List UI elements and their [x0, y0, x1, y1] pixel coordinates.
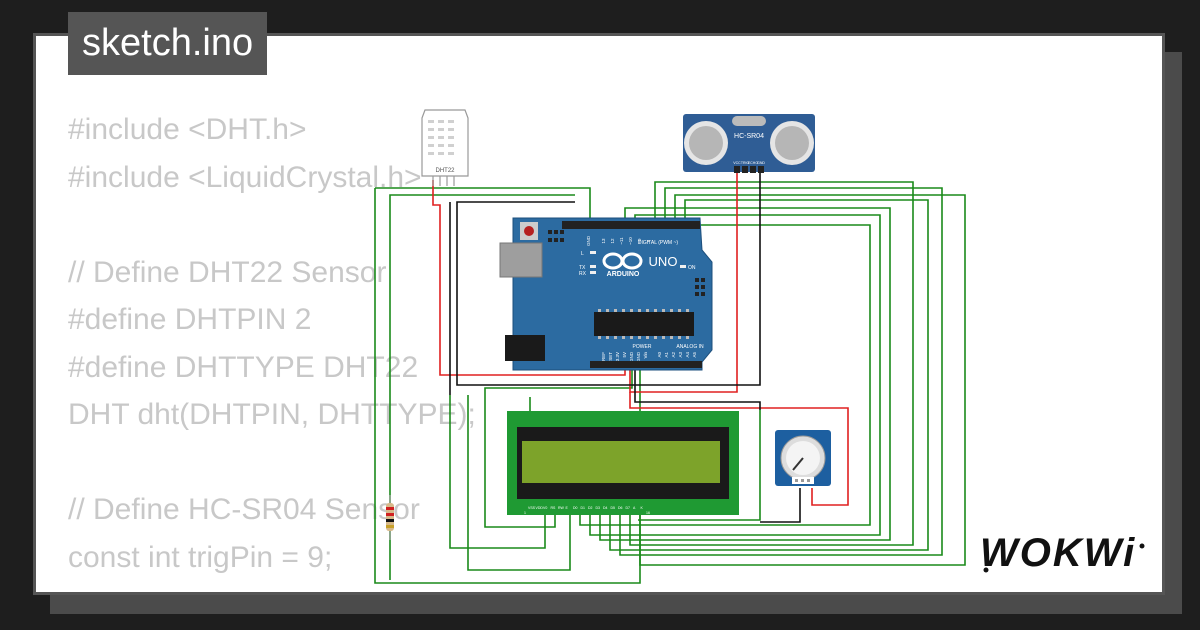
- lcd-pin-label: D0: [573, 506, 578, 510]
- arduino-pin-label: IOREF: [601, 352, 606, 366]
- hc-sr04-pin-label: ECHO: [748, 161, 758, 165]
- arduino-pin-label: 8: [646, 239, 651, 242]
- lcd-pin-number: 1: [524, 511, 526, 515]
- arduino-pin-label: A2: [671, 352, 676, 358]
- lcd-pin-label: D1: [581, 506, 586, 510]
- arduino-model: UNO: [649, 254, 678, 269]
- digital-header-label: DIGITAL (PWM ~): [638, 240, 678, 246]
- lcd-pin-label: E: [566, 506, 569, 510]
- arduino-pin-label: GND: [586, 235, 591, 246]
- arduino-pin-label: RESET: [608, 352, 613, 367]
- arduino-brand: ARDUINO: [607, 271, 640, 278]
- wokwi-logo-text: WOKWi: [980, 531, 1136, 575]
- circuit-diagram: DHT22 HC-SR04 VCC TRIG ECHO GND: [374, 109, 966, 584]
- code-line: #include <DHT.h>: [68, 113, 307, 146]
- arduino-uno-board[interactable]: GND 13 12 ~11 ~10 ~9 8 DIGITAL (PWM ~) A…: [499, 217, 713, 371]
- arduino-pin-label: ~10: [628, 237, 633, 245]
- arduino-pin-label: GND: [636, 351, 641, 362]
- lcd-pin-number: 16: [646, 511, 650, 515]
- hc-sr04-sensor[interactable]: HC-SR04 VCC TRIG ECHO GND: [683, 114, 815, 173]
- lcd-pin-label: D6: [618, 506, 623, 510]
- arduino-pin-label: 3.3V: [615, 352, 620, 361]
- lcd-pin-label: RW: [558, 506, 564, 510]
- lcd-pin-label: V0: [543, 506, 547, 510]
- code-line: #define DHTTYPE DHT22: [68, 350, 419, 384]
- arduino-pin-label: ~11: [619, 237, 624, 245]
- code-line: #define DHTPIN 2: [68, 303, 312, 336]
- hc-sr04-pin-label: TRIG: [741, 161, 750, 165]
- dht22-label: DHT22: [435, 168, 455, 174]
- lcd-pin-label: RS: [551, 506, 557, 510]
- sketch-filename: sketch.ino: [68, 12, 268, 75]
- potentiometer[interactable]: [775, 430, 831, 486]
- code-line: const int trigPin = 9;: [68, 540, 333, 574]
- arduino-pin-label: A3: [678, 352, 683, 358]
- code-listing: #include <DHT.h> #include <LiquidCrystal.…: [68, 106, 476, 592]
- hc-sr04-pin-label: VCC: [733, 161, 741, 165]
- hc-sr04-label: HC-SR04: [734, 133, 764, 140]
- led-label: L: [581, 251, 584, 257]
- arduino-logo-icon: [602, 252, 643, 270]
- lcd-pin-label: D4: [603, 506, 608, 510]
- dht22-sensor[interactable]: DHT22: [421, 109, 469, 186]
- power-header-label: POWER: [633, 344, 652, 350]
- code-line: #include <LiquidCrystal.h>: [68, 160, 422, 194]
- lcd-pin-label: K: [641, 506, 644, 510]
- code-area: #include <DHT.h> #include <LiquidCrystal.…: [36, 36, 1162, 592]
- arduino-pin-label: A1: [664, 352, 669, 358]
- wokwi-logo: WOKWi: [976, 524, 1152, 585]
- lcd-pin-label: A: [633, 506, 636, 510]
- analog-header-label: ANALOG IN: [676, 344, 704, 350]
- code-line: // Define DHT22 Sensor: [68, 255, 387, 289]
- lcd-pin-label: VSS: [528, 506, 536, 510]
- arduino-pin-label: 12: [610, 238, 615, 244]
- lcd-pin-label: VDD: [536, 506, 544, 510]
- led-label: TX: [579, 265, 586, 271]
- code-line: // Define HC-SR04 Sensor: [68, 493, 420, 526]
- arduino-pin-label: 13: [601, 238, 606, 244]
- arduino-pin-label: ~9: [637, 238, 642, 244]
- arduino-pin-label: GND: [629, 351, 634, 362]
- arduino-pin-label: A5: [692, 352, 697, 358]
- lcd-pin-label: D2: [588, 506, 593, 510]
- lcd-pin-label: D3: [596, 506, 601, 510]
- led-label: ON: [688, 265, 696, 271]
- arduino-pin-label: A0: [657, 352, 662, 358]
- arduino-pin-label: Vin: [643, 352, 648, 359]
- hc-sr04-pin-label: GND: [757, 161, 765, 165]
- code-line: const int echoPin = 10;: [68, 581, 476, 592]
- led-label: RX: [579, 271, 587, 277]
- arduino-pin-label: 5V: [622, 352, 627, 358]
- resistor[interactable]: [386, 495, 394, 540]
- arduino-pin-label: A4: [685, 352, 690, 358]
- lcd-pin-label: D5: [611, 506, 616, 510]
- lcd-pin-label: D7: [626, 506, 631, 510]
